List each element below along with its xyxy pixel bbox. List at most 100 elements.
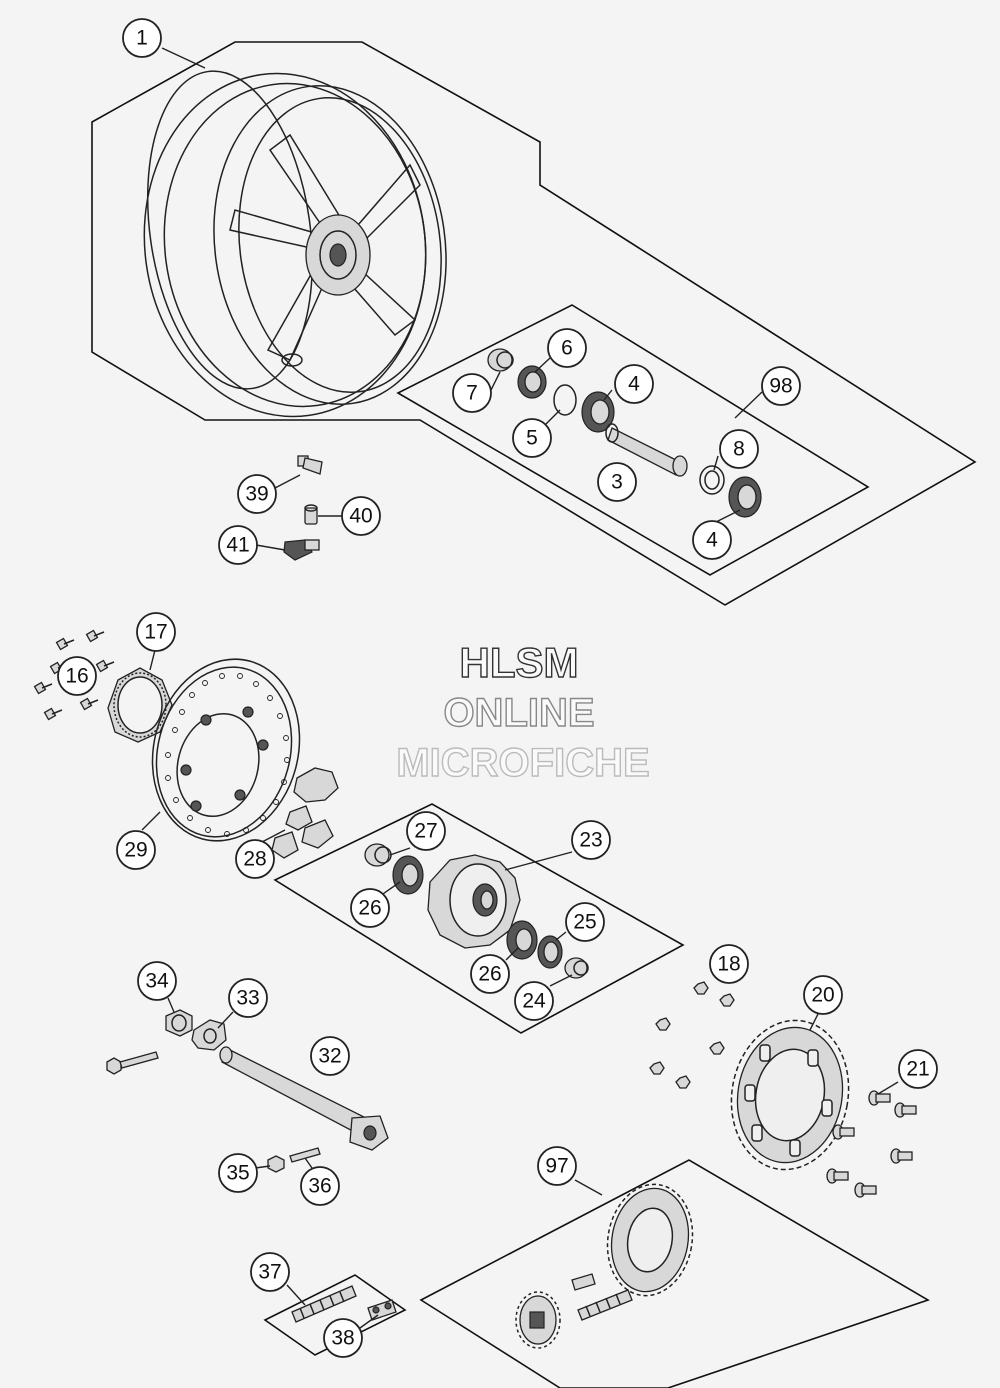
callout-98[interactable]: 98 <box>761 366 801 406</box>
bolt-21-group[interactable] <box>826 1090 917 1198</box>
nut-icon <box>675 1075 691 1089</box>
callout-25[interactable]: 25 <box>565 902 605 942</box>
nut-35-icon[interactable] <box>267 1155 285 1173</box>
callout-number: 29 <box>124 839 147 862</box>
sprocket-carrier-icon[interactable] <box>427 854 521 949</box>
valve-nut-41-icon[interactable] <box>283 539 320 561</box>
bearing-4b-icon[interactable] <box>728 476 762 518</box>
axle-nut-34-icon[interactable] <box>165 1009 193 1037</box>
pulse-ring-17-icon[interactable] <box>107 667 173 743</box>
nut-18-group[interactable] <box>649 981 735 1089</box>
bearing-26b-icon[interactable] <box>506 920 538 960</box>
callout-number: 4 <box>706 529 718 552</box>
callout-35[interactable]: 35 <box>218 1153 258 1193</box>
callout-26a[interactable]: 26 <box>350 888 390 928</box>
callout-number: 24 <box>522 990 546 1013</box>
callout-40[interactable]: 40 <box>341 496 381 536</box>
shaft-seal-6-icon[interactable] <box>517 365 547 399</box>
callout-number: 38 <box>331 1327 354 1350</box>
bolt-icon <box>55 637 75 651</box>
callout-number: 41 <box>226 534 249 557</box>
callout-7[interactable]: 7 <box>452 373 492 413</box>
spacer-27-icon[interactable] <box>364 843 392 867</box>
callout-39[interactable]: 39 <box>237 474 277 514</box>
callout-number: 32 <box>318 1045 341 1068</box>
front-sprocket-icon[interactable] <box>515 1291 561 1349</box>
callout-number: 6 <box>561 337 573 360</box>
callout-20[interactable]: 20 <box>803 975 843 1015</box>
callout-24[interactable]: 24 <box>514 981 554 1021</box>
spacer-sleeve-icon[interactable] <box>487 348 514 372</box>
callout-number: 35 <box>226 1162 249 1185</box>
callout-18[interactable]: 18 <box>709 944 749 984</box>
chain-kit-link-icon[interactable] <box>571 1273 596 1291</box>
brake-disc-icon[interactable] <box>133 642 320 857</box>
callout-number: 3 <box>611 471 623 494</box>
nut-icon <box>649 1061 665 1075</box>
callout-number: 7 <box>466 382 478 405</box>
callout-4b[interactable]: 4 <box>692 520 732 560</box>
callout-33[interactable]: 33 <box>228 978 268 1018</box>
callout-36[interactable]: 36 <box>300 1166 340 1206</box>
callout-27[interactable]: 27 <box>406 811 446 851</box>
callout-1[interactable]: 1 <box>122 18 162 58</box>
rear-wheel-icon[interactable] <box>122 55 466 435</box>
group-outline-chain-37 <box>263 1274 407 1356</box>
sprocket-icon[interactable] <box>720 1011 860 1179</box>
circlip-5-icon[interactable] <box>553 384 577 416</box>
bolt-icon <box>894 1102 917 1118</box>
callout-21[interactable]: 21 <box>898 1049 938 1089</box>
chain-link-38-icon[interactable] <box>367 1299 397 1321</box>
bolt-icon <box>33 681 53 695</box>
callout-4a[interactable]: 4 <box>614 364 654 404</box>
callout-8[interactable]: 8 <box>719 429 759 469</box>
callout-23[interactable]: 23 <box>571 820 611 860</box>
bearing-4a-icon[interactable] <box>581 391 615 433</box>
bolt-icon <box>95 659 115 673</box>
watermark-line-2: ONLINE <box>443 691 594 735</box>
chain-icon[interactable] <box>291 1285 357 1323</box>
callout-number: 21 <box>906 1058 929 1081</box>
callout-97[interactable]: 97 <box>537 1146 577 1186</box>
callout-number: 97 <box>545 1155 568 1178</box>
callout-32[interactable]: 32 <box>310 1036 350 1076</box>
callout-28[interactable]: 28 <box>235 839 275 879</box>
group-outline-wheel <box>91 41 977 606</box>
callout-17[interactable]: 17 <box>136 612 176 652</box>
callout-number: 8 <box>733 438 745 461</box>
callout-5[interactable]: 5 <box>512 418 552 458</box>
bolt-icon <box>890 1148 913 1164</box>
chain-kit-sprocket-icon[interactable] <box>599 1178 701 1303</box>
callout-38[interactable]: 38 <box>323 1318 363 1358</box>
callout-number: 33 <box>236 987 259 1010</box>
valve-cap-40-icon[interactable] <box>304 504 318 525</box>
washer-8-icon[interactable] <box>699 465 725 495</box>
callout-26b[interactable]: 26 <box>470 954 510 994</box>
callout-3[interactable]: 3 <box>597 462 637 502</box>
bearing-26a-icon[interactable] <box>392 855 424 895</box>
callout-number: 26 <box>478 963 501 986</box>
chain-kit-chain-icon[interactable] <box>577 1289 633 1321</box>
spacer-24-icon[interactable] <box>564 957 589 979</box>
distance-tube-3-icon[interactable] <box>605 423 688 477</box>
callout-number: 98 <box>769 375 792 398</box>
callout-number: 25 <box>573 911 596 934</box>
damper-rubber-28-icon[interactable] <box>271 767 339 859</box>
callout-29[interactable]: 29 <box>116 830 156 870</box>
callout-34[interactable]: 34 <box>137 961 177 1001</box>
axle-32-icon[interactable] <box>219 1046 389 1151</box>
screw-adjuster-icon[interactable] <box>106 1051 159 1075</box>
seal-25-icon[interactable] <box>537 935 563 969</box>
callout-37[interactable]: 37 <box>250 1252 290 1292</box>
screw-36-icon[interactable] <box>289 1147 321 1163</box>
valve-39-icon[interactable] <box>297 455 323 475</box>
group-outline-hub-23 <box>273 803 685 1034</box>
callout-6[interactable]: 6 <box>547 328 587 368</box>
chain-adjuster-33-icon[interactable] <box>191 1019 227 1051</box>
callout-number: 4 <box>628 373 640 396</box>
callout-16[interactable]: 16 <box>57 656 97 696</box>
bolt-16-group[interactable] <box>33 629 115 721</box>
callout-41[interactable]: 41 <box>218 525 258 565</box>
nut-icon <box>655 1017 671 1031</box>
